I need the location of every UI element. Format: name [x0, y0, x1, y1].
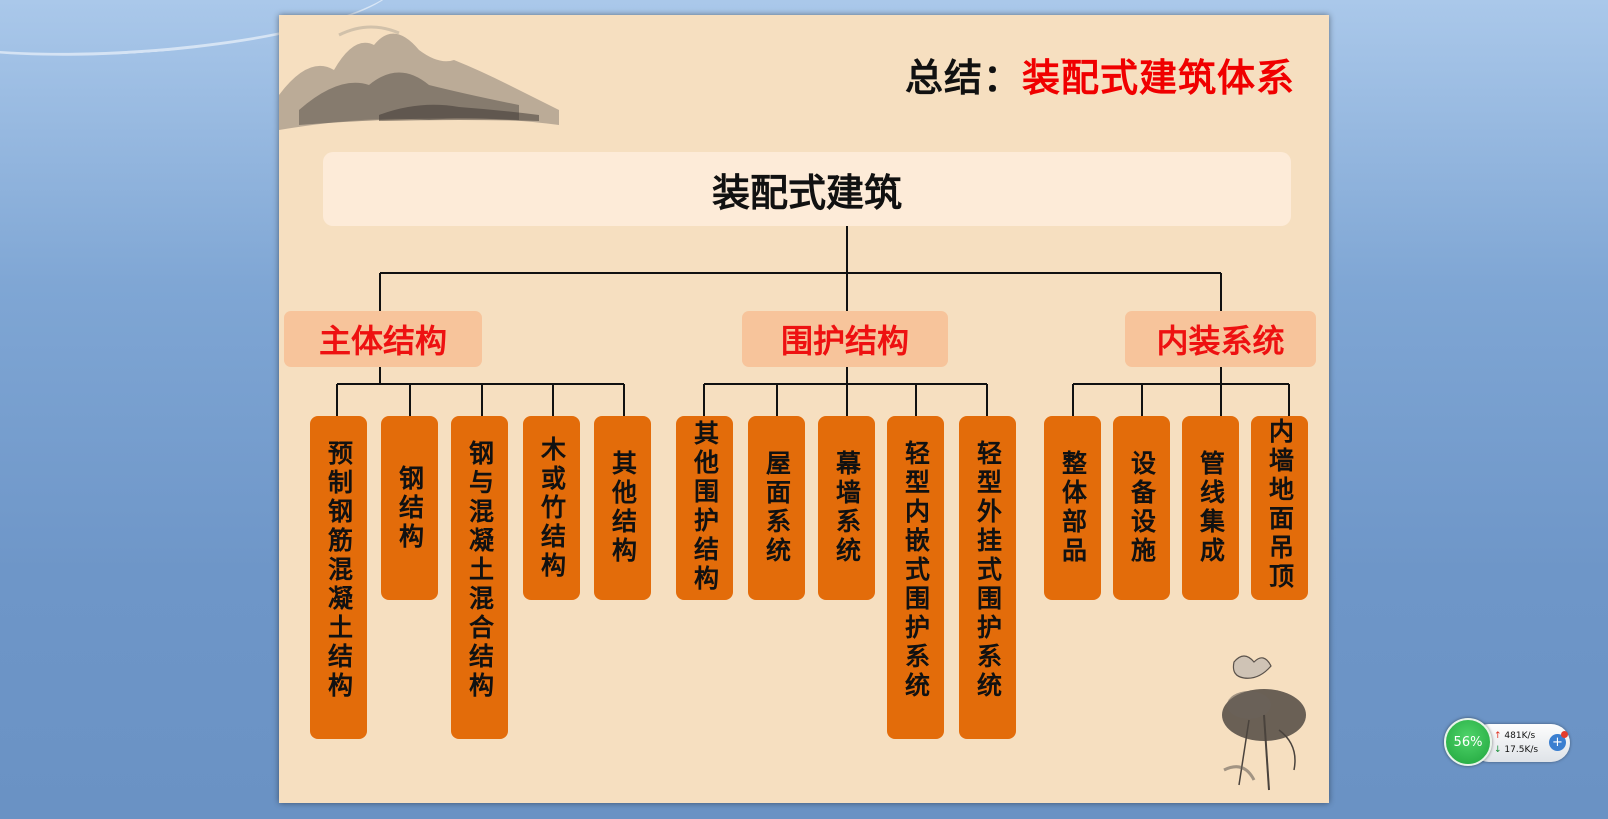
leaf-label: 其他围护结构: [690, 420, 720, 594]
leaf-label: 整体部品: [1058, 450, 1088, 566]
leaf-box: 钢结构: [381, 416, 438, 600]
leaf-label: 管线集成: [1196, 450, 1226, 566]
leaf-label: 预制钢筋混凝土结构: [324, 440, 354, 701]
leaf-label: 幕墙系统: [832, 450, 862, 566]
leaf-label: 轻型外挂式围护系统: [973, 440, 1003, 701]
download-speed-value: 17.5K/s: [1504, 745, 1539, 755]
plus-icon[interactable]: +: [1549, 734, 1566, 751]
download-speed: ↓ 17.5K/s: [1494, 745, 1538, 755]
title-prefix: 总结：: [904, 56, 1022, 100]
leaf-box: 木或竹结构: [523, 416, 580, 600]
leaf-box: 预制钢筋混凝土结构: [310, 416, 367, 739]
root-node-label: 装配式建筑: [711, 170, 902, 215]
leaf-label: 钢与混凝土混合结构: [465, 440, 495, 701]
leaf-box: 其他结构: [594, 416, 651, 600]
ink-mountains-decoration: [279, 25, 559, 130]
leaf-box: 设备设施: [1113, 416, 1170, 600]
slide-title: 总结：装配式建筑体系: [905, 47, 1295, 102]
leaf-box: 轻型内嵌式围护系统: [887, 416, 944, 739]
upload-speed-value: 481K/s: [1504, 731, 1536, 741]
upload-arrow-icon: ↑: [1494, 731, 1502, 741]
upload-speed: ↑ 481K/s: [1494, 731, 1535, 741]
tree-connector-lines: [336, 226, 1290, 416]
presentation-slide: 总结：装配式建筑体系 装配式建筑: [279, 15, 1329, 803]
leaf-label: 其他结构: [608, 450, 638, 566]
leaf-box: 其他围护结构: [676, 416, 733, 600]
leaf-label: 屋面系统: [762, 450, 792, 566]
root-node-box: 装配式建筑: [323, 152, 1291, 226]
leaf-box: 钢与混凝土混合结构: [451, 416, 508, 739]
notification-dot: [1561, 731, 1568, 738]
category-box-envelope: 围护结构: [742, 311, 948, 367]
title-main: 装配式建筑体系: [1021, 56, 1295, 100]
memory-usage-circle[interactable]: 56%: [1444, 718, 1492, 766]
leaf-label: 设备设施: [1127, 450, 1157, 566]
usage-percent: 56%: [1453, 734, 1483, 750]
network-speed-widget[interactable]: 56% ↑ 481K/s ↓ 17.5K/s +: [1444, 718, 1572, 768]
download-arrow-icon: ↓: [1494, 745, 1502, 755]
leaf-box: 管线集成: [1182, 416, 1239, 600]
category-label: 围护结构: [780, 322, 909, 360]
leaf-label: 钢结构: [395, 464, 425, 552]
ink-lotus-decoration: [1222, 655, 1306, 791]
category-box-structure: 主体结构: [284, 311, 482, 367]
leaf-box: 轻型外挂式围护系统: [959, 416, 1016, 739]
leaf-label: 内墙地面吊顶: [1265, 418, 1295, 592]
leaf-box: 幕墙系统: [818, 416, 875, 600]
leaf-box: 整体部品: [1044, 416, 1101, 600]
leaf-box: 屋面系统: [748, 416, 805, 600]
category-label: 主体结构: [318, 322, 447, 360]
leaf-label: 木或竹结构: [537, 435, 567, 581]
category-label: 内装系统: [1156, 322, 1285, 360]
leaf-label: 轻型内嵌式围护系统: [901, 440, 931, 701]
category-box-interior: 内装系统: [1125, 311, 1316, 367]
leaf-box: 内墙地面吊顶: [1251, 416, 1308, 600]
